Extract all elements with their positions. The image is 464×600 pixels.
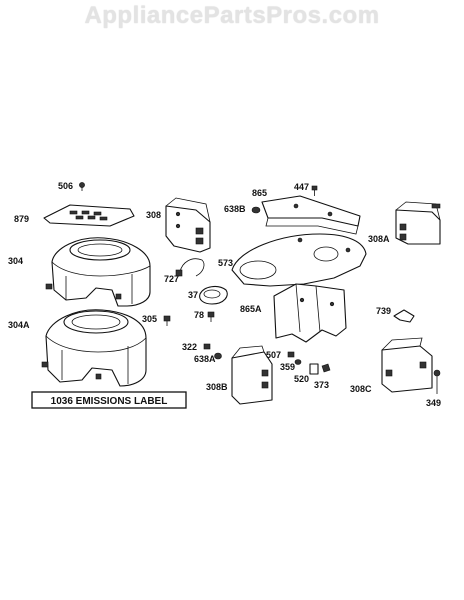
part-304A-blower-housing[interactable] bbox=[41, 309, 147, 387]
part-308-bracket[interactable] bbox=[165, 197, 211, 253]
part-506-screw[interactable] bbox=[79, 182, 85, 191]
part-349-bolt[interactable] bbox=[433, 369, 441, 394]
label-865A: 865A bbox=[240, 304, 262, 314]
label-638A: 638A bbox=[194, 354, 216, 364]
part-507-nut[interactable] bbox=[287, 351, 295, 358]
label-879: 879 bbox=[14, 214, 29, 224]
label-638B: 638B bbox=[224, 204, 246, 214]
part-727-wire[interactable] bbox=[175, 258, 205, 277]
part-447-screw[interactable] bbox=[311, 185, 318, 196]
label-78: 78 bbox=[194, 310, 204, 320]
label-349: 349 bbox=[426, 398, 441, 408]
label-506: 506 bbox=[58, 181, 73, 191]
emissions-label-text: 1036 EMISSIONS LABEL bbox=[51, 396, 168, 407]
part-304-blower-housing[interactable] bbox=[45, 237, 151, 307]
part-308A-bracket[interactable] bbox=[395, 201, 441, 245]
part-879-plate[interactable] bbox=[43, 204, 135, 227]
label-304: 304 bbox=[8, 256, 23, 266]
label-304A: 304A bbox=[8, 320, 30, 330]
label-727: 727 bbox=[164, 274, 179, 284]
label-308: 308 bbox=[146, 210, 161, 220]
label-520: 520 bbox=[294, 374, 309, 384]
label-308B: 308B bbox=[206, 382, 228, 392]
part-308C-bracket[interactable] bbox=[381, 337, 433, 393]
part-78-screw[interactable] bbox=[207, 311, 215, 322]
part-359-washer[interactable] bbox=[294, 359, 302, 365]
label-507: 507 bbox=[266, 350, 281, 360]
label-739: 739 bbox=[376, 306, 391, 316]
label-373: 373 bbox=[314, 380, 329, 390]
label-37: 37 bbox=[188, 290, 198, 300]
part-573-cylinder-shroud[interactable] bbox=[231, 233, 367, 287]
part-739-clip[interactable] bbox=[393, 309, 415, 323]
label-447: 447 bbox=[294, 182, 309, 192]
part-865A-baffle[interactable] bbox=[273, 283, 347, 343]
part-373-nut[interactable] bbox=[321, 363, 331, 373]
label-308A: 308A bbox=[368, 234, 390, 244]
part-37-ignition-module[interactable] bbox=[199, 285, 228, 305]
part-322-screw[interactable] bbox=[203, 343, 211, 350]
part-638B-clip[interactable] bbox=[251, 206, 261, 214]
part-865-baffle[interactable] bbox=[261, 195, 361, 235]
part-308B-bracket[interactable] bbox=[231, 345, 273, 405]
watermark: AppliancePartsPros.com bbox=[84, 2, 380, 29]
part-305-screw[interactable] bbox=[163, 315, 171, 326]
emissions-label-box[interactable]: 1036 EMISSIONS LABEL bbox=[31, 391, 187, 409]
label-322: 322 bbox=[182, 342, 197, 352]
label-308C: 308C bbox=[350, 384, 372, 394]
label-865: 865 bbox=[252, 188, 267, 198]
label-305: 305 bbox=[142, 314, 157, 324]
part-520-fitting[interactable] bbox=[309, 363, 319, 375]
part-638A-clip[interactable] bbox=[214, 352, 222, 360]
label-359: 359 bbox=[280, 362, 295, 372]
label-573: 573 bbox=[218, 258, 233, 268]
